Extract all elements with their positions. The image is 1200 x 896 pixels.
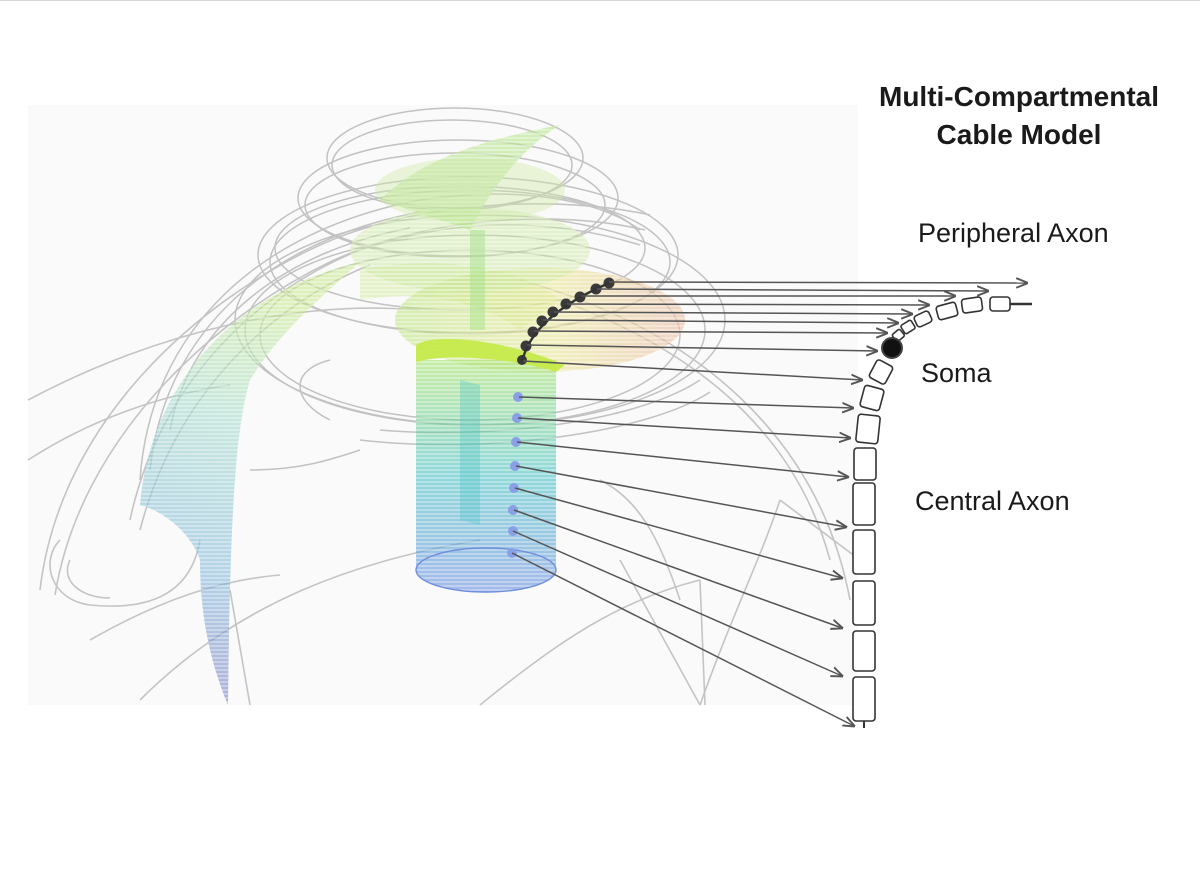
central-axon-cable (852, 359, 894, 728)
compartment (913, 310, 933, 328)
compartment (852, 482, 876, 526)
compartment (853, 447, 877, 481)
arrow (553, 312, 912, 314)
node-central (513, 392, 523, 402)
compartment (852, 676, 876, 722)
compartment (859, 384, 885, 412)
mapping-arrows (511, 282, 1027, 726)
arrow (608, 282, 1027, 283)
compartment (852, 630, 876, 672)
peripheral-fiber (520, 281, 610, 363)
compartment (989, 296, 1011, 312)
arrow (526, 344, 877, 351)
soma-node (881, 337, 903, 359)
node-central (507, 548, 517, 558)
node-central (511, 437, 521, 447)
compartment (852, 580, 876, 626)
arrow (533, 331, 887, 333)
title-line-1: Multi-Compartmental (879, 81, 1159, 112)
label-peripheral-axon: Peripheral Axon (918, 218, 1109, 248)
arrow (542, 320, 898, 323)
compartment (960, 296, 984, 314)
arrow (522, 360, 862, 380)
arrow (512, 530, 842, 676)
title-line-2: Cable Model (936, 119, 1102, 150)
node-central (509, 483, 519, 493)
arrow (517, 417, 850, 438)
node-central (512, 413, 522, 423)
compartment (855, 413, 881, 445)
node-central (508, 505, 518, 515)
modiolus-cylinder (415, 338, 565, 593)
node-central (510, 461, 520, 471)
arrow (513, 509, 842, 628)
peripheral-axon-cable (891, 296, 1032, 343)
central-nodes (507, 392, 523, 558)
arrow (566, 304, 929, 305)
compartment (900, 319, 916, 335)
compartment (935, 301, 959, 321)
top-border (0, 0, 1200, 1)
compartment (868, 359, 894, 385)
compartment (852, 529, 876, 575)
arrow (515, 465, 846, 527)
arrow (518, 396, 853, 408)
arrow (511, 552, 854, 726)
arrow (516, 441, 848, 477)
diagram-title: Multi-Compartmental Cable Model (856, 78, 1182, 154)
arrow (596, 289, 988, 291)
label-central-axon: Central Axon (915, 486, 1070, 516)
arrow (514, 487, 842, 578)
label-soma: Soma (921, 358, 992, 388)
